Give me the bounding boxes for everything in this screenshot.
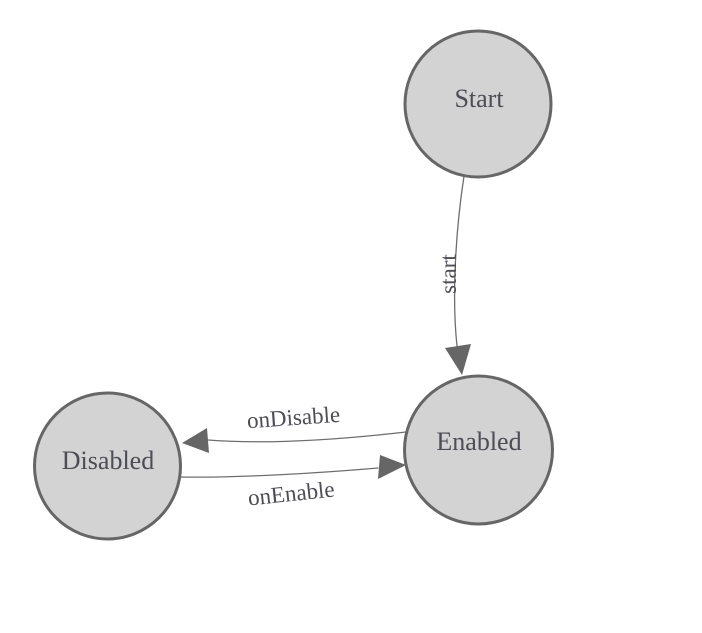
edge-label-start: start [436,254,461,294]
edge-line-start-to-enabled [453,175,465,347]
node-circle-disabled[interactable] [33,391,182,541]
arrowhead-enabled-to-disabled-icon [182,428,209,453]
node-disabled[interactable]: Disabled [33,391,182,541]
node-circle-enabled[interactable] [403,374,554,526]
edge-disabled-to-enabled: onEnable [178,455,406,511]
edge-label-onenable: onEnable [247,477,336,511]
arrowhead-disabled-to-enabled-icon [378,455,406,479]
arrowhead-start-to-enabled-icon [445,344,471,375]
edge-enabled-to-disabled: onDisable [182,402,407,453]
edge-line-disabled-to-enabled [178,467,379,478]
edge-label-ondisable: onDisable [246,402,341,433]
edge-line-enabled-to-disabled [207,431,407,443]
node-start[interactable]: Start [403,29,553,179]
node-label-start: Start [454,84,504,113]
node-label-enabled: Enabled [436,427,521,456]
node-label-disabled: Disabled [62,446,154,475]
node-enabled[interactable]: Enabled [403,374,554,526]
edge-start-to-enabled: start [436,175,471,375]
node-circle-start[interactable] [403,29,553,179]
